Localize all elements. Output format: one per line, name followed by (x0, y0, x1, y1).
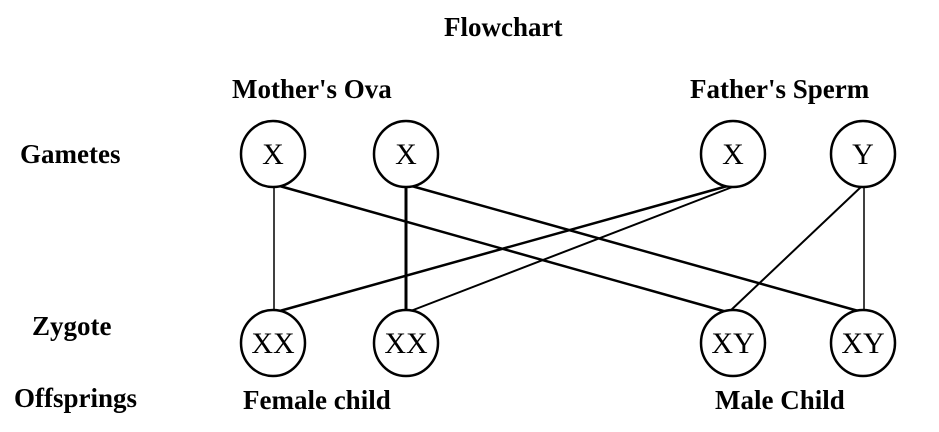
link-spermx-xx2 (407, 185, 736, 313)
gamete-4-circle (829, 119, 897, 189)
zygote-label: Zygote (32, 311, 112, 341)
male-child-label: Male Child (715, 385, 845, 415)
gamete-2-label: X (395, 138, 417, 171)
mother-ova-header: Mother's Ova (232, 74, 392, 104)
zygote-3-circle (699, 308, 767, 378)
gamete-3-label: X (722, 138, 744, 171)
offsprings-label: Offsprings (14, 383, 138, 413)
zygote-1-label: XX (251, 327, 295, 360)
female-child-label: Female child (243, 385, 391, 415)
father-sperm-header: Father's Sperm (690, 74, 870, 104)
gamete-2-circle (372, 119, 440, 189)
zygote-4-label: XY (841, 327, 884, 360)
gamete-1-label: X (262, 138, 284, 171)
gamete-3-circle (699, 119, 767, 189)
zygote-1-circle (239, 308, 307, 378)
link-spermx-xx1 (275, 183, 732, 314)
diagram-title: Flowchart (444, 12, 563, 42)
zygote-2-circle (372, 308, 440, 378)
gamete-4-label: Y (852, 138, 874, 171)
link-spermy-xy1 (728, 185, 863, 313)
link-ova2-xy2 (407, 183, 863, 314)
gamete-1-circle (239, 119, 307, 189)
zygote-3-label: XY (711, 327, 754, 360)
gametes-label: Gametes (20, 139, 121, 169)
zygote-2-label: XX (384, 327, 428, 360)
zygote-4-circle (829, 308, 897, 378)
